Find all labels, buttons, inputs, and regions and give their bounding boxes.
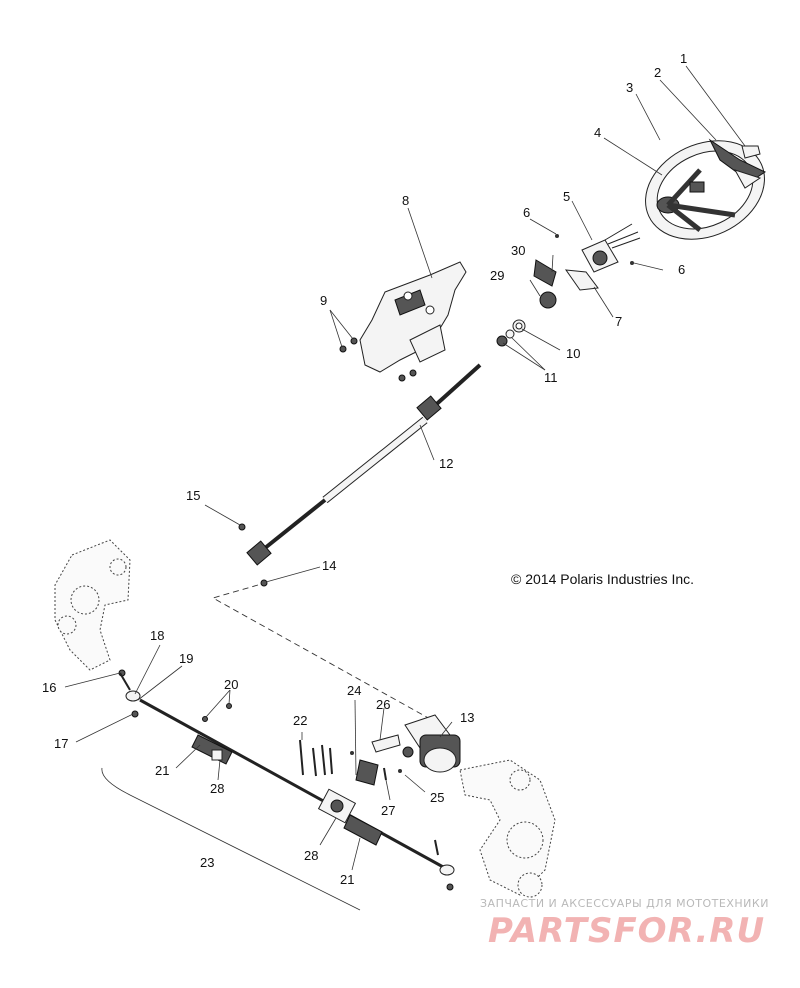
watermark-logo: PARTSFOR.RU — [488, 911, 765, 951]
steering-wheel — [645, 140, 765, 240]
callout-7: 7 — [615, 314, 622, 329]
gear-housing — [317, 788, 357, 824]
callout-24: 24 — [347, 683, 361, 698]
callout-18: 18 — [150, 628, 164, 643]
switch-assembly — [555, 223, 641, 291]
callout-17: 17 — [54, 736, 68, 751]
callout-3: 3 — [626, 80, 633, 95]
small-parts-upper — [496, 259, 557, 347]
callout-25: 25 — [430, 790, 444, 805]
steering-wheel-cover — [708, 138, 767, 189]
watermark: ЗАПЧАСТИ И АКСЕССУАРЫ ДЛЯ МОТОТЕХНИКИ PA… — [480, 897, 769, 951]
callout-16: 16 — [42, 680, 56, 695]
steering-rack — [118, 669, 455, 891]
callout-1: 1 — [680, 51, 687, 66]
boot-right — [343, 814, 383, 846]
callout-21a: 21 — [155, 763, 169, 778]
left-steering-knuckle — [54, 539, 131, 671]
callout-21b: 21 — [340, 872, 354, 887]
callout-11: 11 — [544, 370, 558, 385]
callout-28b: 28 — [304, 848, 318, 863]
callout-12: 12 — [439, 456, 453, 471]
callout-29: 29 — [490, 268, 504, 283]
callout-5: 5 — [563, 189, 570, 204]
bolts-20-22 — [202, 703, 333, 777]
callout-9: 9 — [320, 293, 327, 308]
callout-6a: 6 — [523, 205, 530, 220]
horn-cap — [741, 145, 761, 159]
steering-shaft — [238, 363, 482, 587]
callout-30: 30 — [511, 243, 525, 258]
callout-27: 27 — [381, 803, 395, 818]
callout-10: 10 — [566, 346, 580, 361]
callout-2: 2 — [654, 65, 661, 80]
copyright-notice: © 2014 Polaris Industries Inc. — [511, 571, 694, 587]
power-steering-unit — [398, 714, 461, 773]
bolts-9 — [339, 337, 358, 353]
callout-14: 14 — [322, 558, 336, 573]
small-parts-lower — [350, 734, 401, 786]
callout-numbers: 1 2 3 4 5 6 6 7 8 9 10 11 12 13 14 15 16… — [42, 51, 687, 887]
callout-4: 4 — [594, 125, 601, 140]
leader-lines — [64, 65, 746, 911]
steering-column-bracket — [359, 261, 467, 382]
callout-6b: 6 — [678, 262, 685, 277]
boot-left — [191, 734, 233, 765]
callout-15: 15 — [186, 488, 200, 503]
callout-19: 19 — [179, 651, 193, 666]
callout-23: 23 — [200, 855, 214, 870]
callout-28a: 28 — [210, 781, 224, 796]
right-steering-knuckle — [459, 759, 556, 898]
watermark-tagline: ЗАПЧАСТИ И АКСЕССУАРЫ ДЛЯ МОТОТЕХНИКИ — [480, 897, 769, 910]
callout-26: 26 — [376, 697, 390, 712]
callout-22: 22 — [293, 713, 307, 728]
callout-13: 13 — [460, 710, 474, 725]
callout-20: 20 — [224, 677, 238, 692]
callout-8: 8 — [402, 193, 409, 208]
